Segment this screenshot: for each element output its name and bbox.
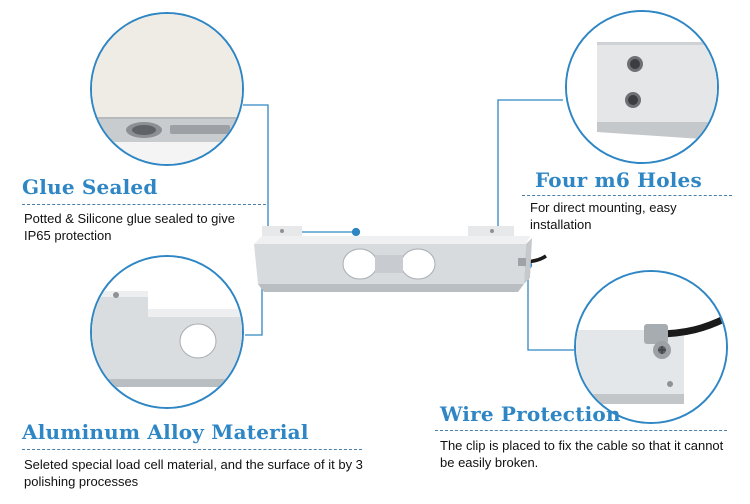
four-m6-holes-divider bbox=[522, 195, 732, 196]
glue-sealed-divider bbox=[22, 204, 266, 205]
leader-line-wire bbox=[527, 265, 574, 351]
aluminum-alloy-title: Aluminum Alloy Material bbox=[22, 420, 309, 444]
wire-protection-description: The clip is placed to fix the cable so t… bbox=[440, 438, 724, 470]
aluminum-alloy-divider bbox=[22, 449, 362, 450]
four-m6-holes-title: Four m6 Holes bbox=[535, 168, 702, 192]
mounting-holes-detail-photo bbox=[565, 10, 719, 164]
glue-sealed-title: Glue Sealed bbox=[22, 175, 158, 199]
wire-protection-title: Wire Protection bbox=[440, 402, 621, 426]
leader-line-glue bbox=[243, 104, 356, 233]
leader-line-holes bbox=[497, 99, 563, 232]
glue-sealed-description: Potted & Silicone glue sealed to give IP… bbox=[24, 211, 236, 243]
load-cell-product-image bbox=[254, 226, 547, 292]
aluminum-alloy-detail-photo bbox=[90, 255, 244, 409]
four-m6-holes-description: For direct mounting, easy installation bbox=[530, 200, 677, 232]
aluminum-alloy-description: Seleted special load cell material, and … bbox=[24, 457, 363, 489]
wire-protection-detail-photo bbox=[574, 270, 728, 424]
glue-sealed-detail-photo bbox=[90, 12, 244, 166]
wire-protection-divider bbox=[435, 430, 727, 431]
